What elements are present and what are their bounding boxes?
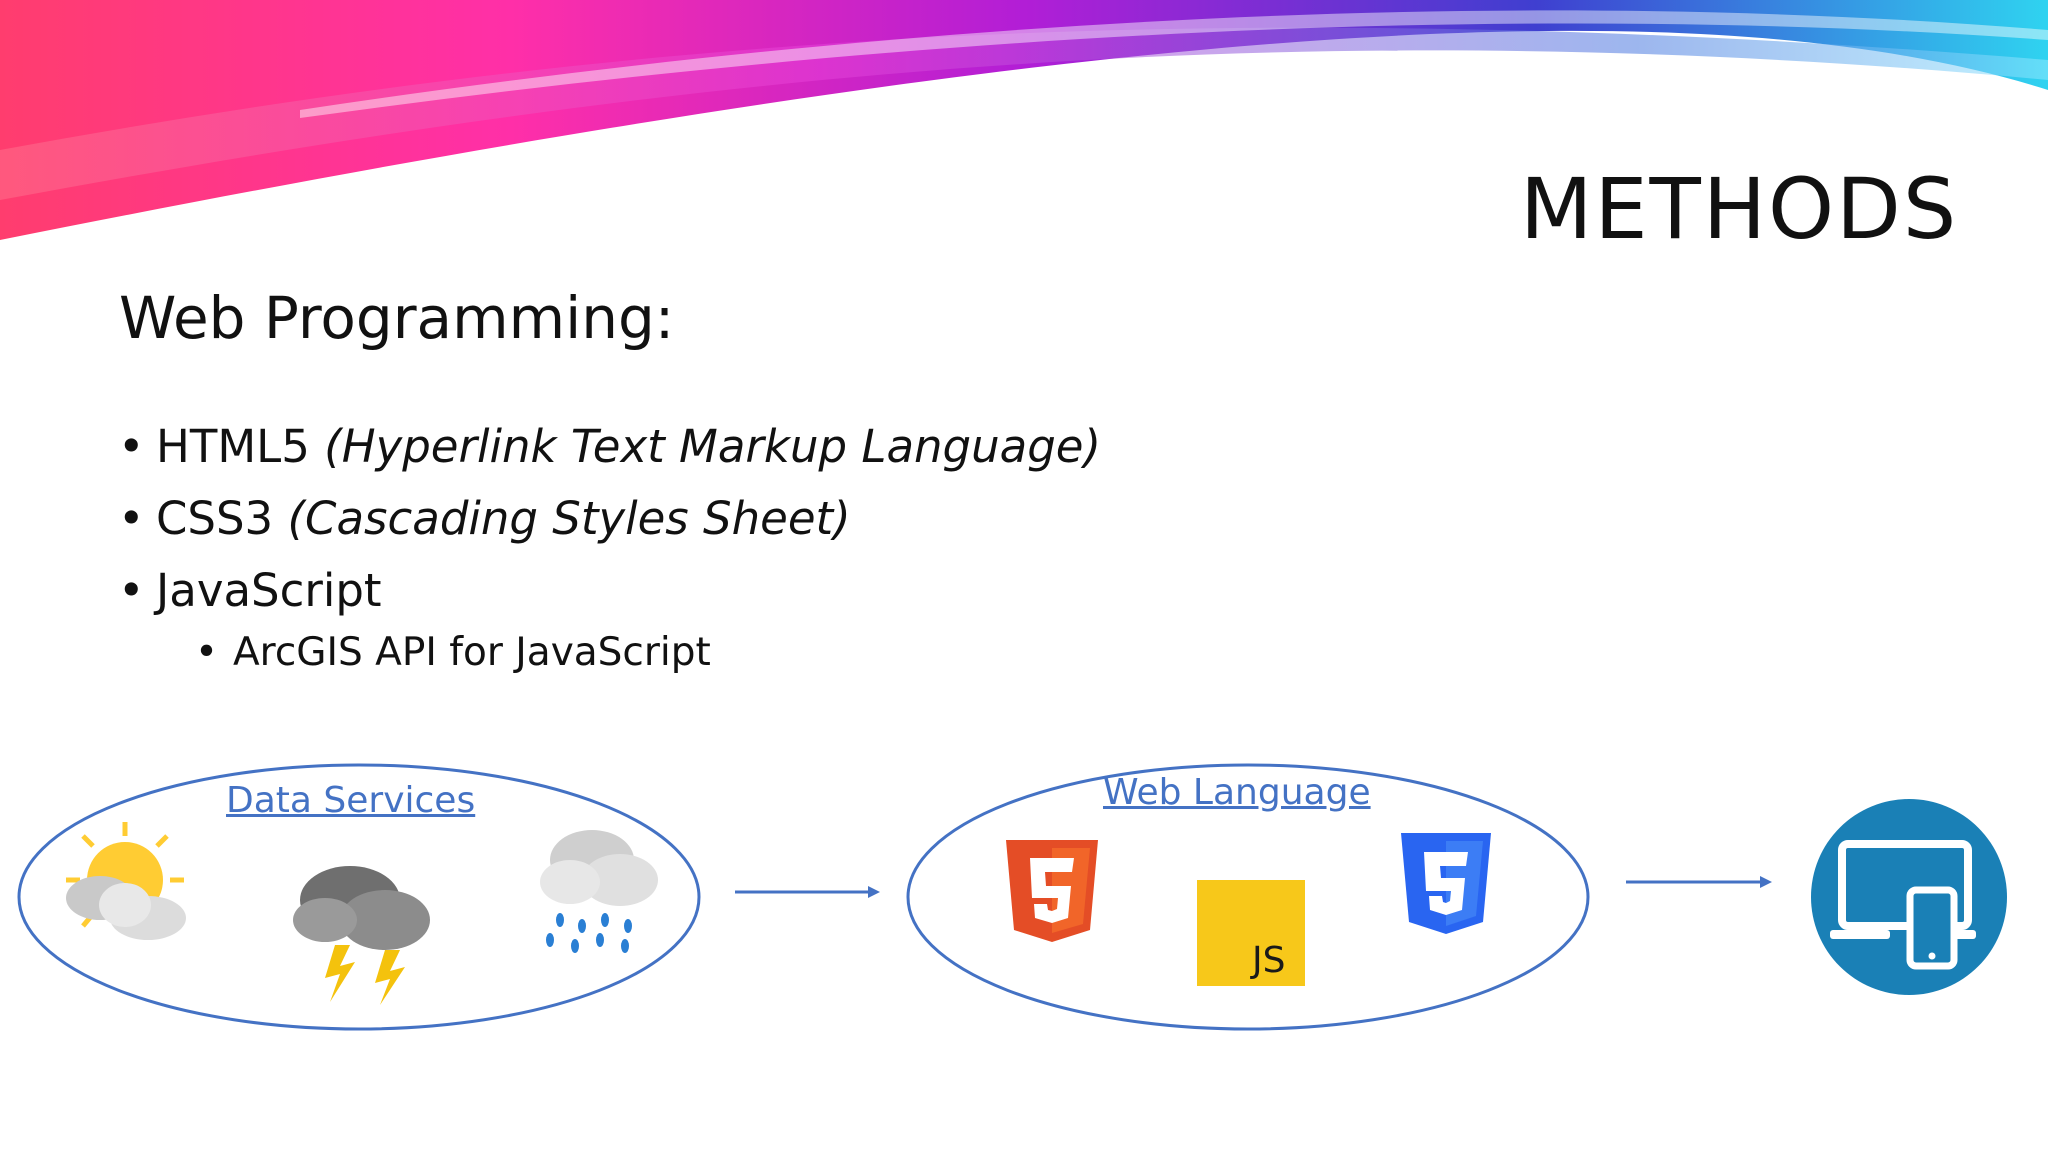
workflow-diagram [17, 763, 2007, 1031]
rain-cloud-icon [540, 830, 658, 953]
bullet-javascript: •JavaScript [118, 564, 382, 617]
bullet-marker: • [118, 420, 145, 473]
sun-cloud-icon [66, 822, 186, 940]
devices-icon [1811, 799, 2007, 995]
web-language-ellipse [906, 763, 1590, 1031]
bullet-label: CSS3 [156, 492, 274, 545]
sub-bullet-arcgis: • ArcGIS API for JavaScript [195, 630, 711, 675]
bullet-css3: •CSS3 (Cascading Styles Sheet) [118, 492, 851, 545]
bullet-marker: • [195, 630, 219, 675]
thunderstorm-icon [293, 866, 430, 1005]
slide-title: METHODS [1520, 160, 1959, 258]
bullet-html5: •HTML5 (Hyperlink Text Markup Language) [118, 420, 1101, 473]
data-services-ellipse [17, 763, 701, 1031]
css3-logo-icon [1401, 833, 1491, 934]
section-heading: Web Programming: [119, 284, 675, 352]
arrow-right-icon [735, 886, 880, 898]
arrow-right-icon [1626, 876, 1772, 888]
web-language-link[interactable]: Web Language [1103, 772, 1371, 813]
javascript-logo-icon [1197, 880, 1305, 986]
bullet-label: JavaScript [156, 564, 382, 617]
decorative-swoosh [0, 0, 2048, 240]
bullet-marker: • [118, 564, 145, 617]
sub-bullet-label: ArcGIS API for JavaScript [233, 630, 711, 675]
bullet-marker: • [118, 492, 145, 545]
bullet-description: (Cascading Styles Sheet) [287, 492, 851, 545]
data-services-link[interactable]: Data Services [226, 780, 476, 821]
bullet-label: HTML5 [156, 420, 310, 473]
html5-logo-icon [1006, 840, 1098, 942]
js-badge-text: JS [1252, 940, 1286, 981]
bullet-description: (Hyperlink Text Markup Language) [324, 420, 1102, 473]
